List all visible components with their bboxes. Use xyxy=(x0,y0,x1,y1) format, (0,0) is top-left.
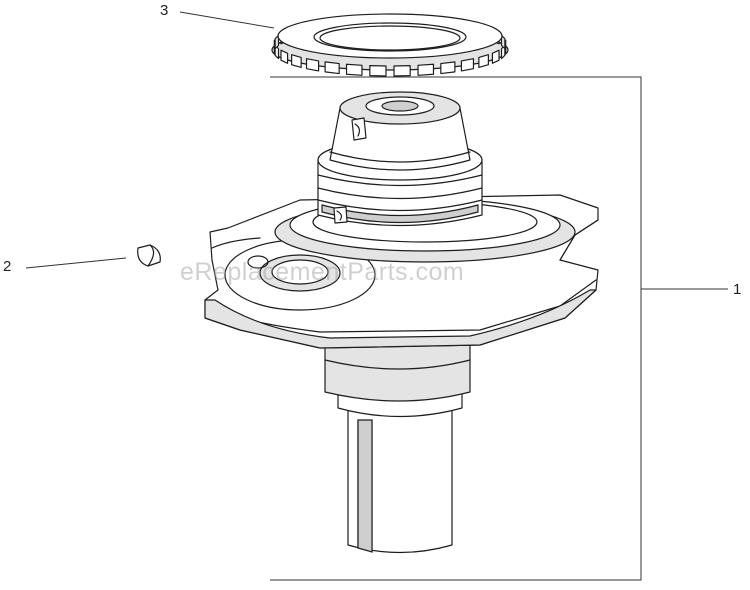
assembly-bracket xyxy=(270,76,642,581)
gear-tooth xyxy=(280,49,289,64)
gear-tooth xyxy=(460,58,475,72)
callout-1: 1 xyxy=(733,281,742,298)
woodruff-key xyxy=(137,244,161,267)
callout-3: 3 xyxy=(160,2,169,19)
crankshaft xyxy=(204,91,599,554)
leader-line-2 xyxy=(25,257,127,269)
gear-tooth xyxy=(274,34,280,50)
gear-tooth xyxy=(491,49,500,64)
gear-tooth xyxy=(478,54,489,69)
gear-tooth xyxy=(345,63,363,76)
gear xyxy=(271,13,509,77)
gear-tooth xyxy=(324,61,340,75)
gear-tooth xyxy=(440,61,456,75)
gear-tooth xyxy=(369,65,387,77)
gear-tooth xyxy=(417,63,435,76)
gear-tooth xyxy=(305,58,320,72)
gear-tooth xyxy=(291,54,302,69)
gear-tooth xyxy=(500,34,506,50)
callout-2: 2 xyxy=(3,258,12,275)
gear-tooth xyxy=(393,65,411,77)
watermark: eReplacementParts.com xyxy=(180,258,465,286)
leader-line-3 xyxy=(179,11,275,29)
